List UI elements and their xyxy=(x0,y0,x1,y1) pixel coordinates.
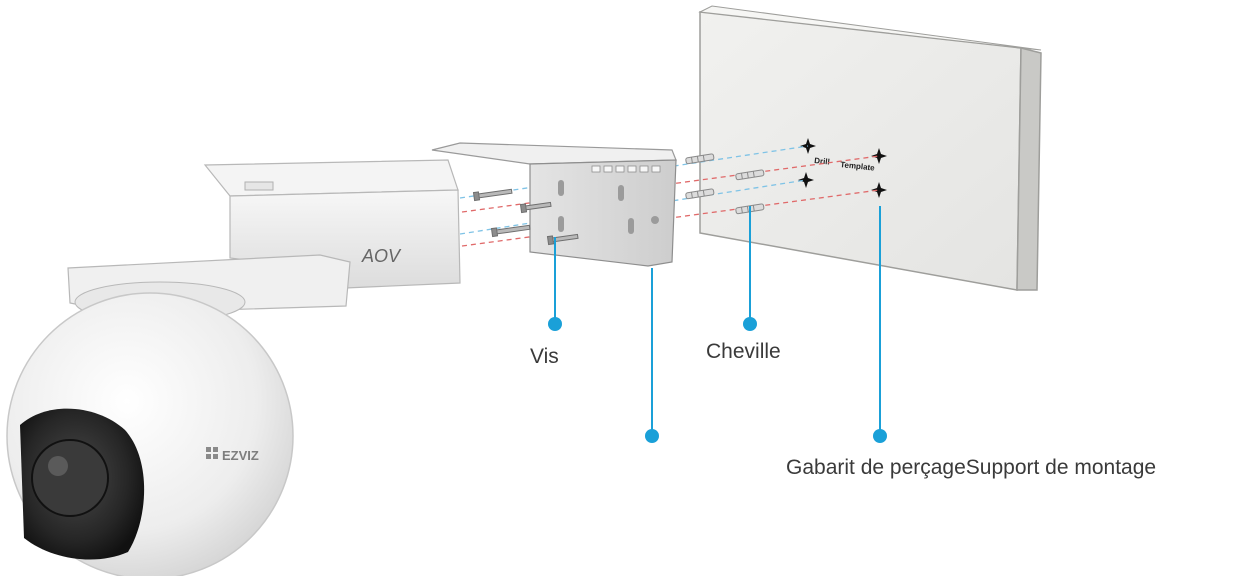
wall-front xyxy=(700,12,1021,290)
wall xyxy=(700,6,1041,290)
camera-lens-glass xyxy=(32,440,108,516)
callout-dot-anchor xyxy=(743,317,757,331)
callout-dot-screw xyxy=(548,317,562,331)
callout-label-screw: Vis xyxy=(530,346,559,367)
callout-dot-bracket xyxy=(645,429,659,443)
wall-side xyxy=(1017,48,1041,290)
callout-label-anchor: Cheville xyxy=(706,341,781,362)
arm-top-clip xyxy=(245,182,273,190)
drill-template-text: Drill xyxy=(814,156,830,167)
camera-ball: EZVIZ xyxy=(7,293,293,576)
camera-lens-glint xyxy=(48,456,68,476)
bracket-plate xyxy=(530,160,676,266)
brand-logo: EZVIZ xyxy=(222,448,259,463)
screw xyxy=(473,187,512,200)
callout-dot-template xyxy=(873,429,887,443)
callout-label-template-bracket: Gabarit de perçageSupport de montage xyxy=(786,457,1156,478)
screw xyxy=(491,223,530,236)
arm-logo: AOV xyxy=(361,246,402,266)
